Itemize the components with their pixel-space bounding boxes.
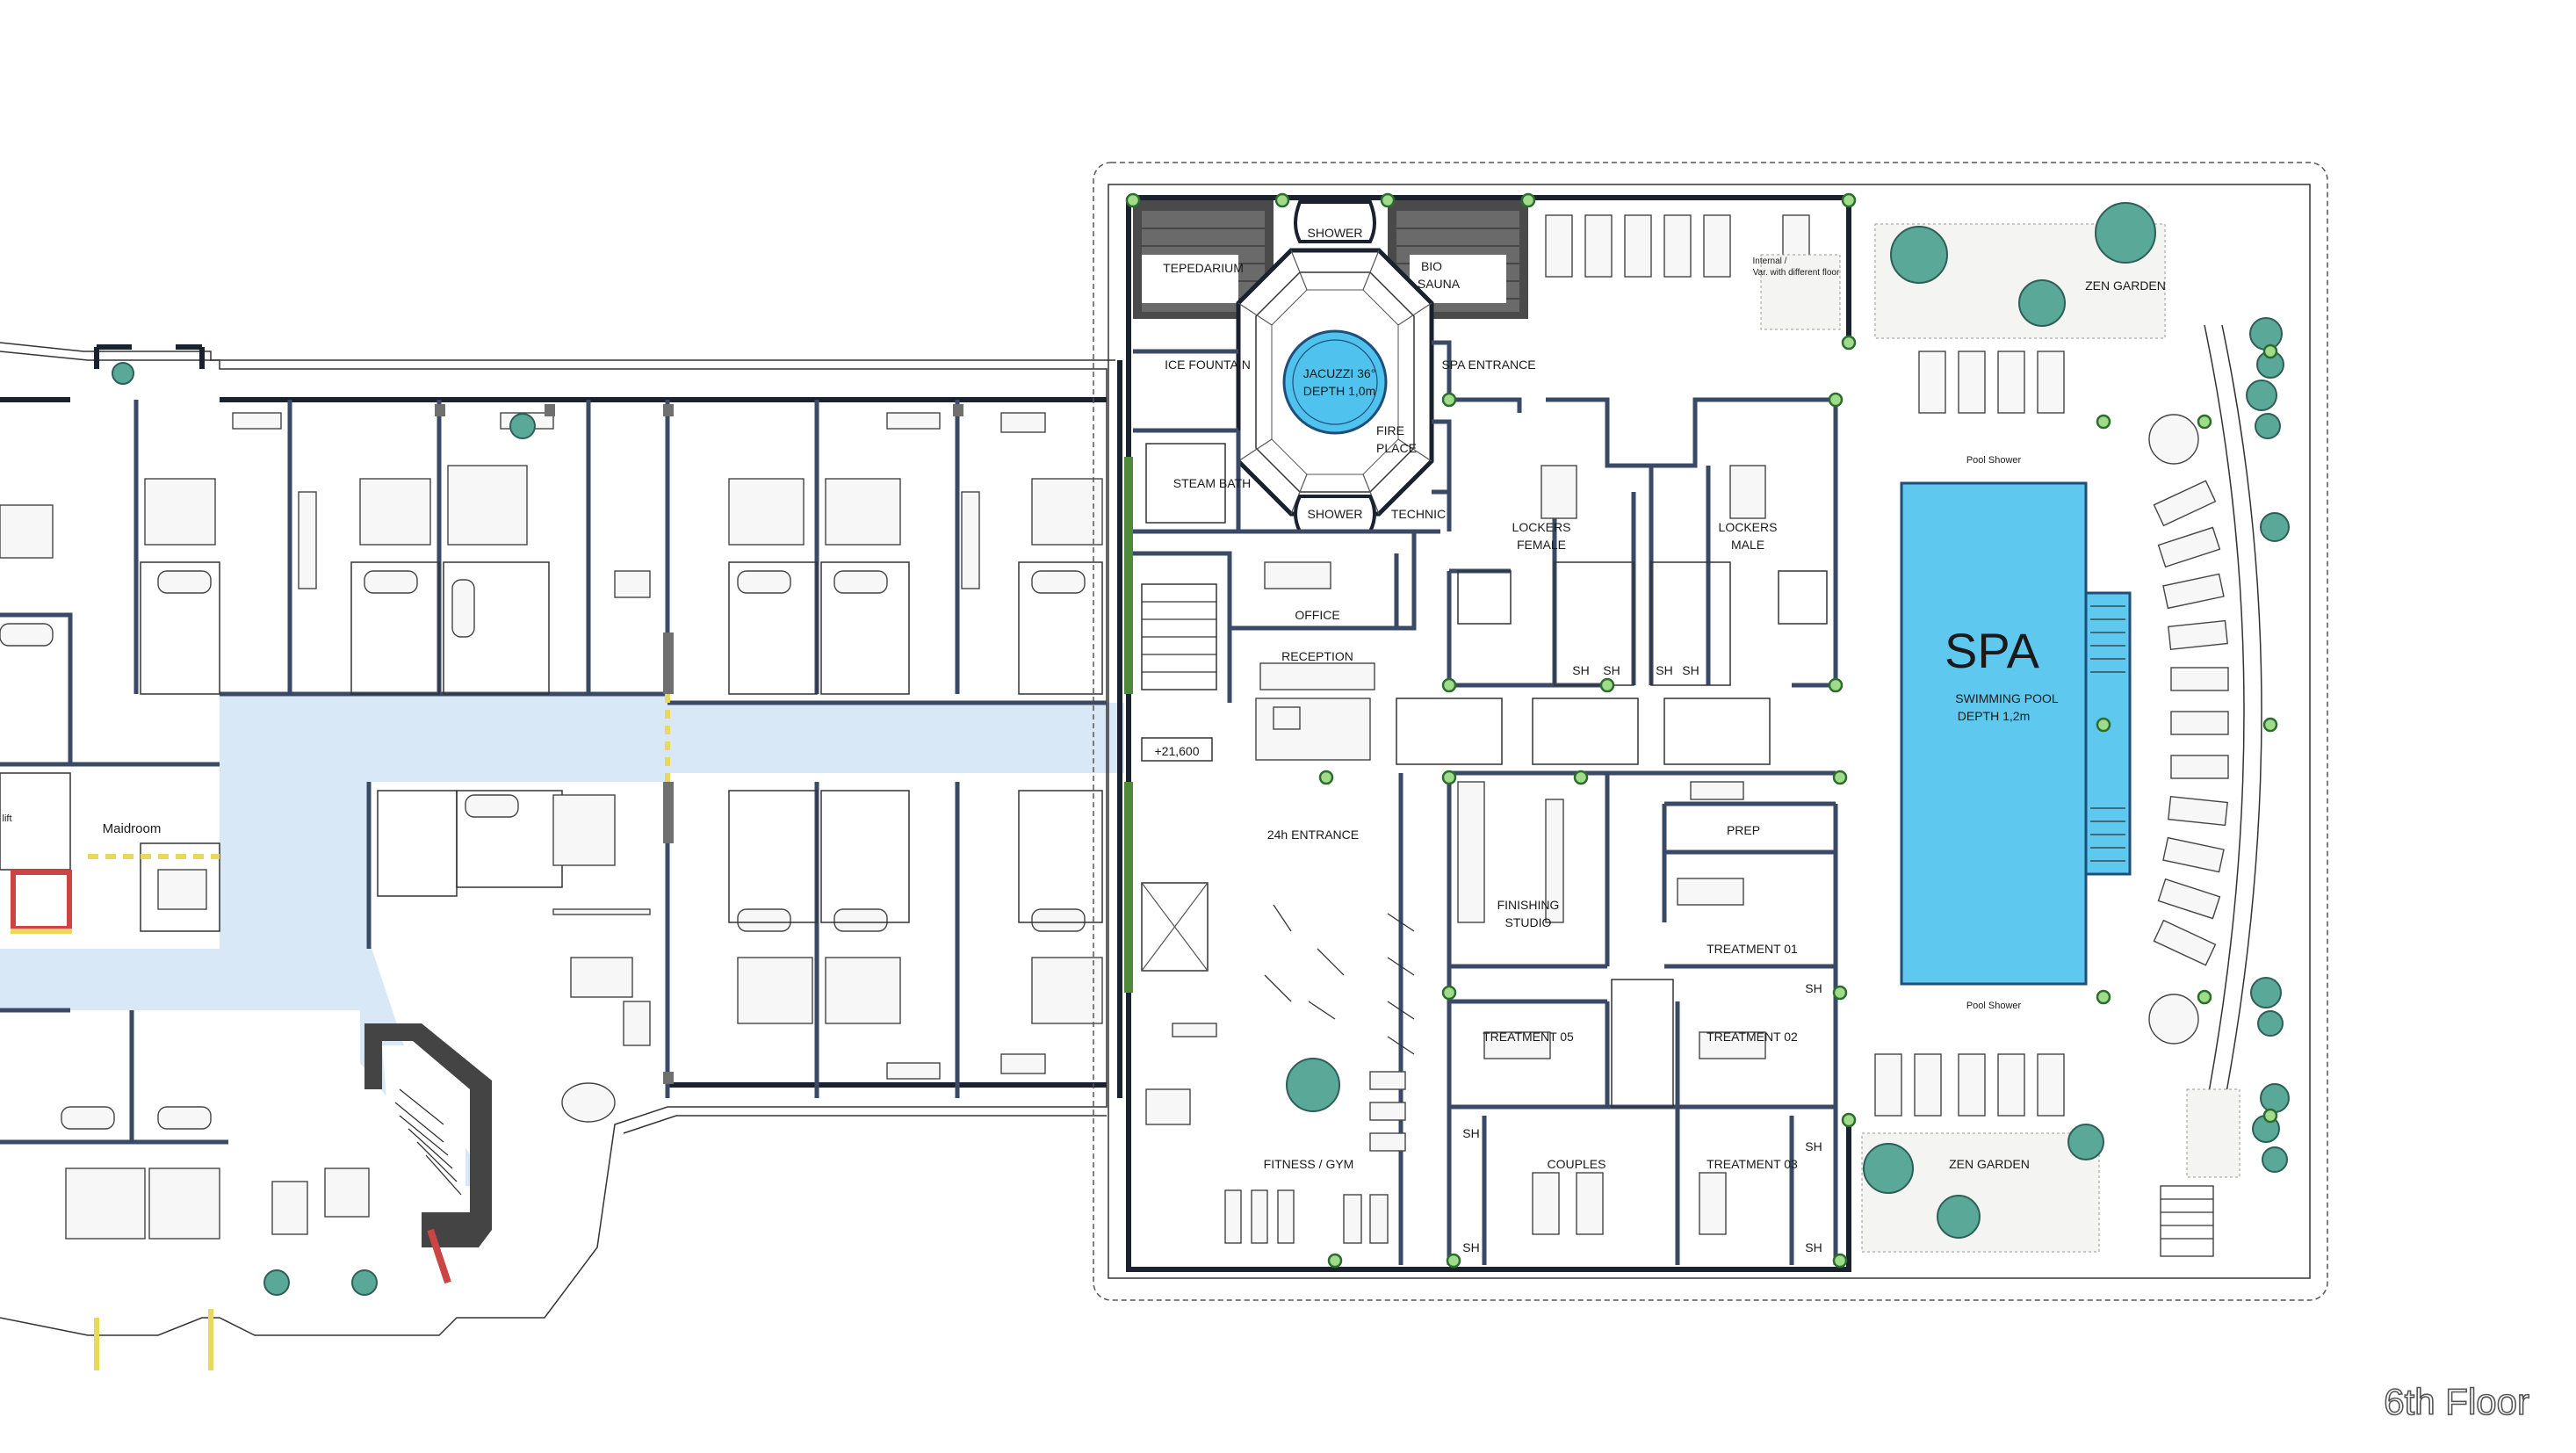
guest-rooms-north bbox=[133, 400, 1107, 705]
label-technic: TECHNIC bbox=[1391, 507, 1446, 521]
label-level: +21,600 bbox=[1155, 744, 1200, 758]
room-labels: TEPEDARIUM SHOWER BIO SAUNA ICE FOUNTAIN… bbox=[3, 226, 2166, 1254]
label-lockers-female-2: FEMALE bbox=[1517, 538, 1566, 552]
label-tepedarium: TEPEDARIUM bbox=[1163, 261, 1244, 275]
label-sh-4: SH bbox=[1682, 663, 1699, 677]
guest-rooms-west bbox=[0, 504, 228, 1240]
label-pool-shower-bottom: Pool Shower bbox=[1966, 1001, 2022, 1011]
jacuzzi bbox=[1282, 329, 1388, 435]
label-sh-8: SH bbox=[1462, 1240, 1479, 1254]
label-bio: BIO bbox=[1421, 259, 1442, 273]
hotel-stairwell bbox=[364, 1023, 492, 1247]
label-lockers-male-2: MALE bbox=[1731, 538, 1764, 552]
label-sh-5: SH bbox=[1805, 981, 1822, 995]
spa-title: SPA bbox=[1945, 623, 2040, 678]
label-sh-2: SH bbox=[1603, 663, 1620, 677]
label-fire: FIRE bbox=[1376, 423, 1404, 437]
planting-edge bbox=[2246, 317, 2290, 1173]
label-office: OFFICE bbox=[1295, 608, 1339, 622]
label-reception: RECEPTION bbox=[1281, 649, 1353, 663]
thermal-octagon bbox=[1236, 200, 1434, 533]
label-treatment-02: TREATMENT 02 bbox=[1707, 1030, 1798, 1044]
label-pool-1: SWIMMING POOL bbox=[1955, 691, 2059, 705]
label-treatment-01: TREATMENT 01 bbox=[1707, 942, 1798, 956]
label-spa-entrance: SPA ENTRANCE bbox=[1441, 358, 1535, 372]
label-sh-1: SH bbox=[1572, 663, 1589, 677]
label-internal-2: Var. with different floor bbox=[1753, 268, 1840, 278]
hotel-north-wall bbox=[94, 344, 205, 369]
spa-boundary bbox=[1093, 162, 2328, 1301]
label-pool-shower-top: Pool Shower bbox=[1966, 455, 2022, 466]
label-zen-garden-bottom: ZEN GARDEN bbox=[1949, 1157, 2030, 1171]
label-lockers-female-1: LOCKERS bbox=[1512, 520, 1571, 534]
label-24h-entrance: 24h ENTRANCE bbox=[1267, 828, 1359, 842]
zen-gardens bbox=[1760, 202, 2240, 1257]
label-shower-top: SHOWER bbox=[1308, 226, 1363, 240]
label-zen-garden-top: ZEN GARDEN bbox=[2085, 278, 2166, 293]
label-finishing-1: FINISHING bbox=[1497, 898, 1560, 912]
label-treatment-03: TREATMENT 03 bbox=[1707, 1157, 1798, 1171]
label-steam-bath: STEAM BATH bbox=[1173, 476, 1251, 490]
label-couples: COUPLES bbox=[1548, 1157, 1606, 1171]
label-pool-2: DEPTH 1,2m bbox=[1958, 709, 2030, 723]
label-fitness: FITNESS / GYM bbox=[1264, 1157, 1354, 1171]
label-prep: PREP bbox=[1727, 823, 1760, 837]
label-sh-3: SH bbox=[1656, 663, 1672, 677]
hotel-corridor bbox=[0, 694, 1124, 1186]
label-sh-6: SH bbox=[1462, 1126, 1479, 1140]
label-sh-7: SH bbox=[1805, 1139, 1822, 1153]
label-lockers-male-1: LOCKERS bbox=[1719, 520, 1778, 534]
spa-columns bbox=[1125, 192, 2278, 1269]
label-internal-1: Internal / bbox=[1753, 257, 1787, 266]
label-jacuzzi-2: DEPTH 1,0m bbox=[1303, 384, 1375, 398]
floor-label: 6th Floor bbox=[2384, 1381, 2529, 1422]
label-sauna: SAUNA bbox=[1418, 277, 1461, 291]
label-treatment-05: TREATMENT 05 bbox=[1483, 1030, 1574, 1044]
label-maidroom: Maidroom bbox=[103, 821, 162, 836]
spa-rooms bbox=[1133, 340, 1838, 1265]
pool-deck bbox=[1545, 214, 2262, 1265]
guest-rooms-south bbox=[271, 782, 1103, 1235]
label-finishing-2: STUDIO bbox=[1505, 915, 1552, 929]
label-shower-bottom: SHOWER bbox=[1308, 507, 1363, 521]
swimming-pool bbox=[1900, 481, 2088, 986]
label-jacuzzi-1: JACUZZI 36° bbox=[1303, 366, 1376, 380]
label-sh-9: SH bbox=[1805, 1240, 1822, 1254]
label-lift: lift bbox=[3, 813, 12, 824]
label-place: PLACE bbox=[1376, 441, 1417, 455]
gym-equipment bbox=[1145, 904, 1415, 1244]
pool-labels: Pool Shower Pool Shower SPA SWIMMING POO… bbox=[1945, 455, 2059, 1011]
hotel-envelope bbox=[0, 351, 1108, 1336]
label-ice-fountain: ICE FOUNTAIN bbox=[1165, 358, 1251, 372]
sauna-block bbox=[1133, 200, 1528, 319]
